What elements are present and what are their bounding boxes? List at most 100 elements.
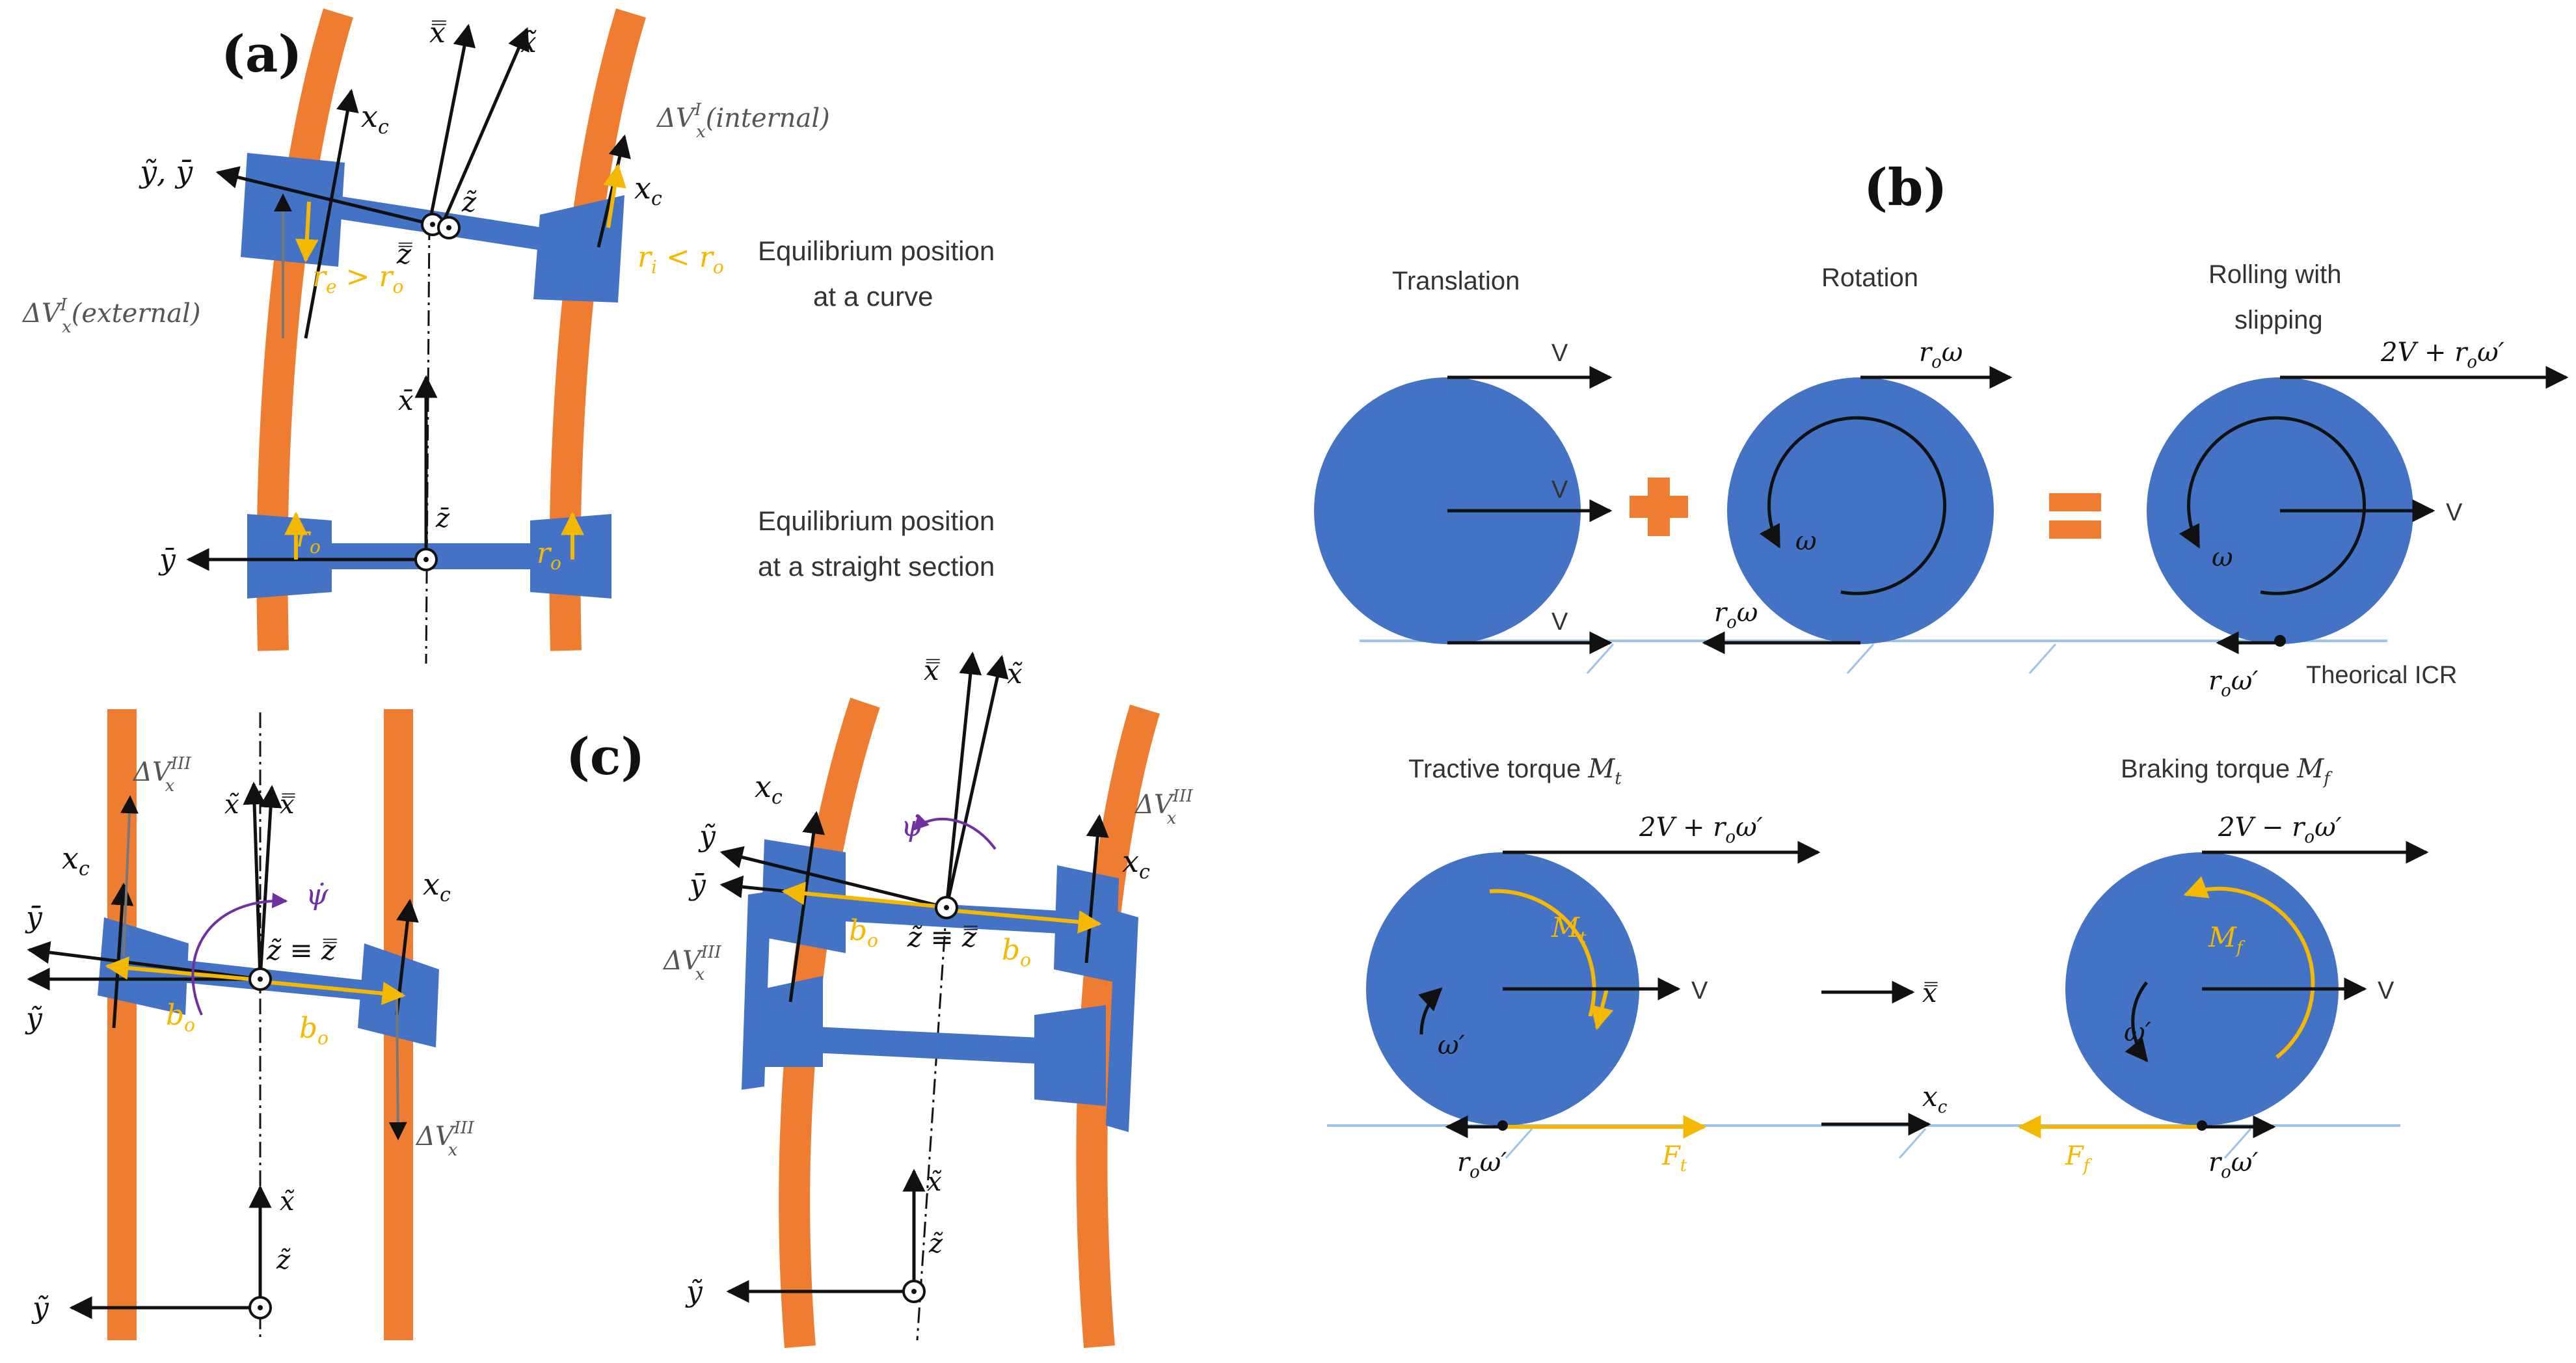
- hatch-3: [2028, 643, 2057, 674]
- label-bo-left-c: bo: [849, 914, 878, 951]
- hatch-1: [1586, 643, 1615, 674]
- panel-c-label: (c): [566, 727, 645, 787]
- mt-arrowhead: [1590, 988, 1614, 1031]
- label-z-eq-yaw: z̃ ≡ z̿: [266, 934, 337, 966]
- centerline-c: [916, 907, 948, 1341]
- omega-label-rolling: ω: [2212, 543, 2233, 573]
- equals-sign: [2049, 493, 2101, 539]
- mt-arc: [1489, 889, 1596, 1016]
- bottom-label-tractive: roω′: [1457, 1148, 1507, 1182]
- axis-x-tilde-yaw: [243, 781, 266, 980]
- psi-arc-yaw: [191, 893, 288, 1016]
- braking-title: Braking torque Mf: [2121, 754, 2333, 789]
- label-x-tilde-ref-c: x̃: [927, 1167, 942, 1197]
- omega-arc-tractive: [1418, 987, 1443, 1035]
- dv-top-arrow-yaw: [120, 795, 139, 957]
- label-x-dbl-c: x̿: [924, 655, 940, 686]
- contact-tractive: [1497, 1120, 1508, 1131]
- rolling-title-line1: Rolling with: [2208, 260, 2342, 289]
- label-psi-yaw: ψ̇: [306, 878, 329, 911]
- label-x-tilde-yaw: x̃: [224, 790, 239, 820]
- label-z-tilde-ref: z̃: [276, 1245, 291, 1275]
- omega-label-tractive: ω′: [1438, 1031, 1465, 1060]
- label-y-dbl-yaw: ȳ̄: [25, 901, 43, 934]
- label-ro-right: ro: [537, 537, 561, 574]
- v-top-label-translation: V: [1551, 340, 1568, 367]
- axis-y-curve: [215, 166, 433, 226]
- wheel-right-curve: [533, 195, 624, 303]
- caption-straight-line2: at a straight section: [758, 551, 995, 582]
- caption-straight-line1: Equilibrium position: [758, 506, 995, 536]
- x-dbl-ref-label: x̿: [1922, 978, 1938, 1008]
- label-xc-right-yaw: xc: [423, 867, 451, 906]
- axis-y-dbl-yaw: [27, 941, 261, 981]
- bo-right-arrow-yaw: [269, 980, 406, 1005]
- tractive-title: Tractive torque Mt: [1408, 754, 1622, 789]
- rolling-title-line2: slipping: [2234, 306, 2323, 334]
- bo-right-arrow-c: [956, 909, 1102, 934]
- rail-left-straight: [107, 709, 137, 1340]
- bo-left-arrow-yaw: [105, 956, 251, 981]
- dv-bottom-arrow-yaw: [388, 995, 407, 1140]
- v-center-label-translation: V: [1551, 476, 1568, 504]
- label-x-tilde-ref: x̃: [280, 1187, 295, 1217]
- origin-ref-c-dot: [911, 1289, 917, 1294]
- label-bo-right-yaw: bo: [299, 1012, 329, 1049]
- label-x-dbl: x̿: [429, 16, 446, 49]
- label-x-tilde-c: x̃: [1007, 658, 1023, 690]
- wheel-rl-c: [748, 976, 823, 1067]
- hatch-2: [1846, 643, 1875, 674]
- ff-label: Ff: [2065, 1141, 2093, 1176]
- label-ro-left: ro: [296, 520, 321, 558]
- v-center-label-braking: V: [2378, 977, 2395, 1005]
- mf-arc: [2183, 876, 2315, 1059]
- rail-right-c: [1076, 705, 1160, 1348]
- label-ri-ro: ri < ro: [637, 241, 724, 278]
- axis-y-tilde-c: [719, 846, 947, 910]
- wheel-rr-c: [1034, 1005, 1106, 1106]
- wheel-left-straight: [247, 514, 332, 599]
- axis-xc-right-c: [1084, 814, 1109, 964]
- panel-a-label: (a): [221, 25, 302, 84]
- axis-xc-left-curve: [304, 88, 359, 339]
- wheel-left-curve: [241, 153, 345, 267]
- panel-b: (b) Translation V V V Rotation roω ω roω: [1314, 158, 2569, 1182]
- label-xc-right-c: xc: [1122, 844, 1150, 884]
- bottom-label-rolling: roω′: [2208, 666, 2258, 701]
- psi-arc-c: [913, 814, 997, 850]
- mt-label: Mt: [1551, 911, 1587, 948]
- top-label-rolling: 2V + roω′: [2380, 338, 2504, 372]
- label-xc-right: xc: [634, 170, 662, 210]
- axis-xc-left-c: [788, 811, 825, 1003]
- origin-c-dot: [944, 905, 949, 910]
- label-xc-left-c: xc: [755, 769, 783, 809]
- icr-label: Theorical ICR: [2306, 662, 2457, 689]
- contact-braking: [2197, 1120, 2207, 1131]
- omega-label-rotation: ω: [1795, 526, 1817, 556]
- ft-label: Ft: [1661, 1141, 1687, 1176]
- axis-x-dbl-c: [945, 651, 982, 908]
- hatch-6: [2223, 1128, 2252, 1159]
- panel-b-label: (b): [1864, 158, 1947, 217]
- label-x-dbl-yaw: x̿: [280, 790, 295, 820]
- bo-left-arrow-c: [781, 882, 937, 908]
- axis-xc-left-yaw: [111, 882, 134, 1029]
- label-z-dbl: z̿: [396, 238, 412, 270]
- axis-x-tilde-c: [945, 655, 1009, 908]
- icr-point: [2274, 635, 2286, 647]
- plus-sign: [1630, 478, 1688, 536]
- origin-straight-dot: [423, 557, 429, 562]
- xc-ref-label: xc: [1922, 1081, 1948, 1117]
- label-y-tilde-c: ỹ: [698, 820, 716, 853]
- label-z-bar: z̄: [435, 504, 450, 533]
- origin-curve-1-dot: [430, 222, 435, 227]
- label-x-tilde: x̃: [520, 26, 537, 59]
- axis-xc-right-curve: [597, 134, 631, 248]
- origin-ref-a-dot: [258, 1305, 263, 1310]
- axis-x-tilde-curve: [440, 27, 530, 225]
- label-y-bar: ȳ: [158, 543, 176, 576]
